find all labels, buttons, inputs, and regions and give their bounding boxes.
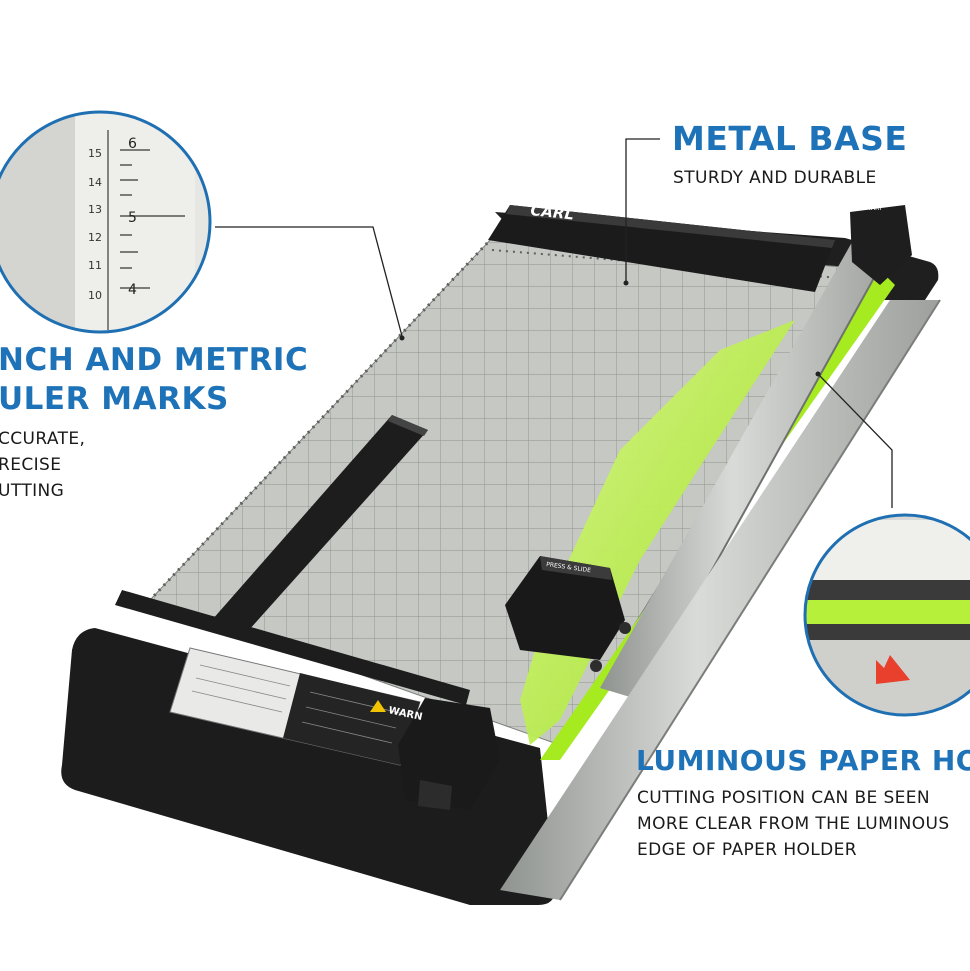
warning-triangle-icon [370,700,386,712]
cm-mark: 14 [88,176,102,189]
square-guide-arm [205,415,428,640]
ruler-inset [0,110,212,334]
description-line: UTTING [0,481,65,501]
ruler-marks-description: CCURATE, RECISE UTTING [0,426,85,504]
cutting-mat [150,238,855,745]
description-line: MORE CLEAR FROM THE LUMINOUS [637,814,950,834]
description-line: CCURATE, [0,429,86,449]
cm-mark: 15 [88,147,102,160]
front-clamp-bar [115,590,470,705]
cutting-head [505,556,625,660]
brand-logo: CARL [530,201,575,223]
paper-holder-description: CUTTING POSITION CAN BE SEEN MORE CLEAR … [637,785,950,863]
description-line: EDGE OF PAPER HOLDER [637,840,857,860]
paper-holder-title: LUMINOUS PAPER HOLDE [636,744,970,777]
ruler-marks-title: NCH AND METRIC ULER MARKS [0,341,308,419]
metal-base-description: STURDY AND DURABLE [673,165,877,191]
cm-mark: 10 [88,289,102,302]
paper-holder-inset [803,513,970,717]
cm-mark: 13 [88,203,102,216]
lower-rail [500,300,940,900]
description-line: CUTTING POSITION CAN BE SEEN [637,788,931,808]
rail-end-cap [850,205,912,285]
arrow-icon [876,655,910,684]
inch-mark: 6 [128,136,137,152]
description-line: RECISE [0,455,62,475]
cutting-rail [600,228,895,700]
description-line: STURDY AND DURABLE [673,168,877,188]
cm-mark: 11 [88,259,102,272]
title-line: ULER MARKS [0,381,229,417]
title-line: NCH AND METRIC [0,342,309,378]
cm-mark: 12 [88,231,102,244]
back-clamp-bar [488,205,835,292]
start-label: START [864,205,883,212]
inch-mark: 4 [128,282,137,298]
inch-mark: 5 [128,210,137,226]
metal-base-title: METAL BASE [672,119,908,158]
leader-lines [215,138,893,508]
